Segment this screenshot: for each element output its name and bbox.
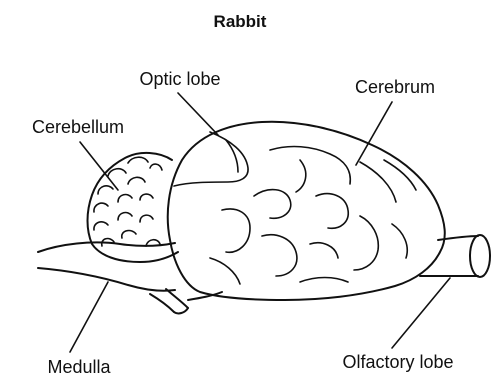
label-olfactory-lobe: Olfactory lobe: [342, 352, 453, 372]
medulla-shape: [38, 242, 222, 313]
label-cerebellum: Cerebellum: [32, 117, 124, 137]
label-optic-lobe: Optic lobe: [139, 69, 220, 89]
leader-cerebrum: [356, 102, 392, 165]
leader-optic-lobe: [178, 93, 218, 135]
cerebrum-shape: [168, 122, 445, 300]
leader-olfactory-lobe: [392, 278, 450, 348]
leader-medulla: [70, 282, 108, 352]
label-medulla: Medulla: [47, 357, 111, 377]
diagram-title: Rabbit: [214, 12, 267, 31]
olfactory-lobe-shape: [420, 235, 490, 277]
label-cerebrum: Cerebrum: [355, 77, 435, 97]
